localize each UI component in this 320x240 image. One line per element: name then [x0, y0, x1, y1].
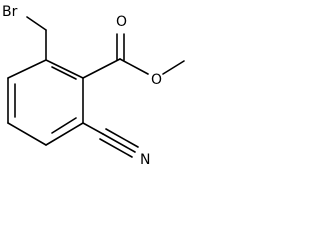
bromine-atom-label: Br [2, 4, 18, 20]
ring-bond-3 [45, 122, 84, 146]
bond-br-ch2 [26, 16, 47, 31]
ring-bond-6 [7, 59, 47, 79]
bond-ring-nitrile-carbon [82, 122, 104, 135]
bond-carbonyl-ester-oxygen [119, 58, 149, 75]
chemical-structure: Br O O N [2, 4, 185, 168]
ring-bond-4 [7, 122, 47, 146]
nitrile-triple-bond-a [102, 133, 136, 153]
nitrile-nitrogen-atom-label: N [140, 152, 150, 168]
bond-ester-oxygen-methyl [162, 60, 185, 75]
bond-ring-carbonyl [82, 58, 121, 79]
ring-double-bond-1 [51, 66, 77, 80]
carbonyl-oxygen-atom-label: O [116, 14, 127, 30]
nitrile-triple-bond-b [105, 128, 139, 148]
nitrile-triple-bond-c [99, 138, 133, 158]
ring-double-bond-2 [51, 117, 77, 134]
ring-bond-1 [45, 59, 84, 79]
ester-oxygen-atom-label: O [151, 72, 162, 88]
